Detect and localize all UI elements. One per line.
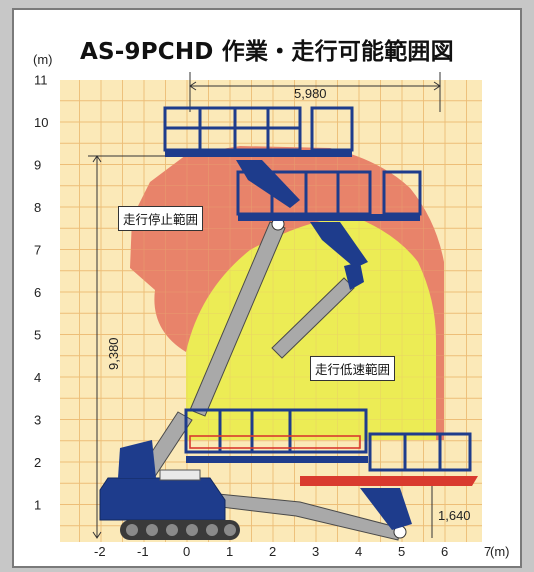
platform-mid-floor xyxy=(238,214,420,221)
carrier-vehicle xyxy=(99,440,240,540)
dim-low-height-label: 1,640 xyxy=(438,508,471,523)
x-tick-label: 4 xyxy=(355,544,362,559)
x-tick-label: 0 xyxy=(183,544,190,559)
y-tick-label: 4 xyxy=(34,370,41,385)
platform-low-floor xyxy=(186,456,368,463)
y-axis-labels: 1 2 3 4 5 6 7 8 9 10 11 xyxy=(34,73,48,513)
y-tick-label: 11 xyxy=(34,73,48,88)
y-tick-label: 1 xyxy=(34,498,41,513)
dim-max-height-label: 9,380 xyxy=(106,337,121,370)
boom-middle xyxy=(271,262,364,359)
y-tick-label: 9 xyxy=(34,158,41,173)
platform-low xyxy=(184,408,472,472)
x-tick-label: 6 xyxy=(441,544,448,559)
x-tick-label: 1 xyxy=(226,544,233,559)
x-tick-label: 7 xyxy=(484,544,491,559)
x-tick-label: 5 xyxy=(398,544,405,559)
stop-zone-label: 走行停止範囲 xyxy=(118,206,204,231)
y-tick-label: 7 xyxy=(34,243,41,258)
low-speed-zone-label: 走行低速範囲 xyxy=(310,356,396,381)
y-tick-label: 10 xyxy=(34,115,48,130)
y-tick-label: 3 xyxy=(34,413,41,428)
platform-ground-floor xyxy=(300,476,478,486)
platform-mid-bracket xyxy=(310,222,368,268)
x-axis-labels: -2 -1 0 1 2 3 4 5 6 7 xyxy=(94,544,491,559)
x-unit-label: (m) xyxy=(490,544,510,559)
page-title: AS-9PCHD 作業・走行可能範囲図 xyxy=(80,39,454,65)
platform-low-bracket xyxy=(360,488,412,530)
y-tick-label: 8 xyxy=(34,200,41,215)
y-unit-label: (m) xyxy=(33,52,53,67)
x-tick-label: 3 xyxy=(312,544,319,559)
x-tick-label: -1 xyxy=(137,544,149,559)
platform-low-rail-red xyxy=(189,435,361,449)
x-tick-label: -2 xyxy=(94,544,106,559)
dim-lines xyxy=(88,72,450,539)
y-tick-label: 5 xyxy=(34,328,41,343)
y-tick-label: 6 xyxy=(34,285,41,300)
dim-horizontal-reach-label: 5,980 xyxy=(294,86,327,101)
y-tick-label: 2 xyxy=(34,455,41,470)
x-tick-label: 2 xyxy=(269,544,276,559)
platform-top-floor xyxy=(165,150,352,157)
boom-upper-extended xyxy=(189,217,286,417)
